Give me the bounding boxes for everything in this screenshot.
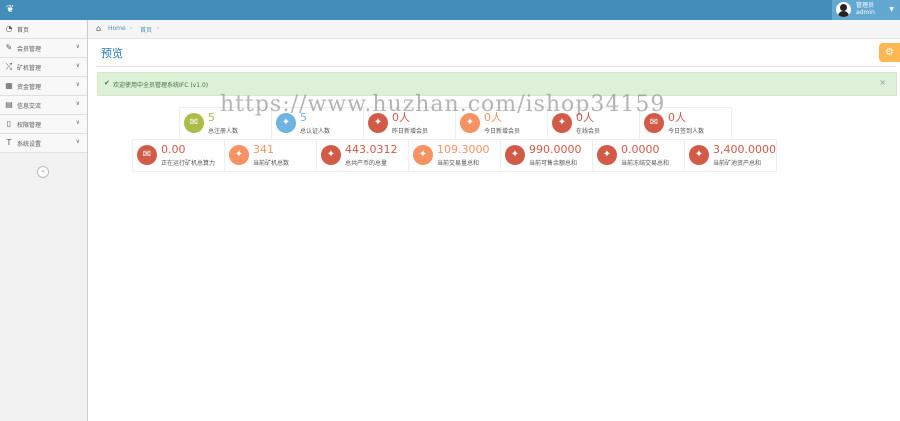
sidebar-item-permissions[interactable]: ▯ 权限管理 ∨	[0, 115, 87, 134]
chevron-down-icon: ∨	[75, 43, 80, 50]
stat-value: 0.00	[161, 143, 186, 156]
stat-label: 总注册人数	[208, 128, 239, 135]
random-icon: ⤮	[5, 62, 13, 71]
sidebar-item-label: 资金管理	[17, 84, 42, 91]
stat-label: 当前矿机总数	[253, 160, 290, 167]
comments-icon: ✉	[184, 113, 204, 133]
stat-value: 0.0000	[621, 143, 660, 156]
stat-label: 今日新增会员	[484, 128, 521, 135]
stat-value: 0人	[392, 111, 410, 124]
alert-text: 欢迎使用中全员管理系统IFC (v1.0)	[113, 82, 209, 89]
stat-value: 443.0312	[345, 143, 398, 156]
sidebar-item-messages[interactable]: ▤ 信息交流 ∨	[0, 96, 87, 115]
stat-value: 0人	[668, 111, 686, 124]
twitter-icon: ✦	[229, 145, 249, 165]
user-info: 管理员 admin	[856, 2, 875, 16]
stat-box: ✉ 0.00 正在运行矿机总算力	[132, 139, 225, 172]
stat-value: 5	[208, 111, 215, 124]
sidebar-item-home[interactable]: ◔ 首页	[0, 20, 87, 39]
stat-label: 当前冻结交易总和	[621, 160, 670, 167]
stat-box: ✦ 0.0000 当前冻结交易总和	[592, 139, 685, 172]
user-role: 管理员	[856, 2, 875, 9]
sidebar-item-funds[interactable]: ▦ 资金管理 ∨	[0, 77, 87, 96]
stat-box: ✦ 443.0312 总共产币的总量	[316, 139, 409, 172]
sidebar: ◔ 首页 ✎ 会员管理 ∨ ⤮ 矿机管理 ∨ ▦ 资金管理 ∨ ▤ 信息交流 ∨…	[0, 20, 88, 421]
comments-icon: ✉	[644, 113, 664, 133]
twitter-icon: ✦	[552, 113, 572, 133]
twitter-icon: ✦	[368, 113, 388, 133]
watermark: https://www.huzhan.com/ishop34159	[220, 92, 666, 117]
stat-box: ✦ 341 当前矿机总数	[224, 139, 317, 172]
sidebar-item-label: 信息交流	[17, 103, 42, 110]
stat-label: 当前交易量总和	[437, 160, 480, 167]
stat-value: 3,400.0000	[713, 143, 776, 156]
chevron-down-icon: ∨	[75, 138, 80, 145]
breadcrumb-current[interactable]: 首页	[140, 27, 153, 34]
stat-label: 今日签到人数	[668, 128, 705, 135]
twitter-icon: ✦	[689, 145, 709, 165]
breadcrumb: ⌂ Home › 首页 ›	[88, 20, 900, 39]
stat-value: 0人	[576, 111, 594, 124]
file-icon: ▯	[6, 119, 12, 128]
twitter-icon: ✦	[460, 113, 480, 133]
text-height-icon: T	[6, 138, 12, 147]
check-icon: ✔	[104, 79, 110, 87]
leaf-icon[interactable]: ❦	[6, 4, 15, 15]
tachometer-icon: ◔	[5, 24, 13, 33]
sidebar-item-settings[interactable]: T 系统设置 ∨	[0, 134, 87, 153]
stat-box: ✦ 0人今日新增会员	[455, 107, 548, 140]
twitter-icon: ✦	[597, 145, 617, 165]
stat-value: 109.3000	[437, 143, 490, 156]
user-menu[interactable]: 管理员 admin ▼	[832, 0, 900, 20]
sidebar-item-members[interactable]: ✎ 会员管理 ∨	[0, 39, 87, 58]
stat-value: 5	[300, 111, 307, 124]
list-icon: ▤	[5, 100, 13, 109]
sidebar-collapse-button[interactable]: «	[37, 166, 49, 178]
chevron-down-icon: ∨	[75, 62, 80, 69]
calendar-icon: ▦	[5, 81, 13, 90]
sidebar-item-label: 矿机管理	[17, 65, 42, 72]
sidebar-item-miners[interactable]: ⤮ 矿机管理 ∨	[0, 58, 87, 77]
sidebar-item-label: 首页	[17, 27, 30, 34]
stat-label: 正在运行矿机总算力	[161, 160, 216, 167]
avatar	[836, 2, 851, 17]
twitter-icon: ✦	[321, 145, 341, 165]
stat-label: 当前可售余额总和	[529, 160, 578, 167]
user-name: admin	[856, 9, 875, 16]
twitter-icon: ✦	[505, 145, 525, 165]
top-navbar: ❦ 管理员 admin ▼	[0, 0, 900, 20]
stat-label: 总共产币的总量	[345, 160, 388, 167]
close-icon[interactable]: ×	[879, 78, 886, 87]
edit-icon: ✎	[5, 43, 13, 52]
caret-down-icon: ▼	[889, 6, 894, 13]
stat-value: 990.0000	[529, 143, 582, 156]
breadcrumb-home-link[interactable]: Home	[108, 25, 126, 32]
stat-value: 341	[253, 143, 274, 156]
stats-row-2: ✉ 0.00 正在运行矿机总算力 ✦ 341 当前矿机总数 ✦ 443.0312 总共产币的总量…	[132, 139, 777, 172]
sidebar-item-label: 会员管理	[17, 46, 42, 53]
page-title: 预览	[101, 47, 123, 60]
divider	[96, 66, 896, 67]
stat-label: 在线会员	[576, 128, 601, 135]
chevron-down-icon: ∨	[75, 100, 80, 107]
twitter-icon: ✦	[413, 145, 433, 165]
comments-icon: ✉	[137, 145, 157, 165]
sidebar-item-label: 系统设置	[17, 141, 42, 148]
welcome-alert: ✔ 欢迎使用中全员管理系统IFC (v1.0) ×	[97, 72, 897, 96]
stat-box: ✦ 3,400.0000 当前矿池资产总和	[684, 139, 777, 172]
stat-box: ✦ 990.0000 当前可售余额总和	[500, 139, 593, 172]
twitter-icon: ✦	[276, 113, 296, 133]
breadcrumb-separator-icon: ›	[157, 25, 160, 32]
gear-icon[interactable]: ⚙	[879, 43, 900, 62]
chevron-down-icon: ∨	[75, 119, 80, 126]
stat-label: 昨日新增会员	[392, 128, 429, 135]
stat-value: 0人	[484, 111, 502, 124]
stat-box: ✦ 109.3000 当前交易量总和	[408, 139, 501, 172]
breadcrumb-separator-icon: ›	[130, 25, 133, 32]
chevron-down-icon: ∨	[75, 81, 80, 88]
stat-label: 当前矿池资产总和	[713, 160, 762, 167]
stat-label: 总认证人数	[300, 128, 331, 135]
sidebar-item-label: 权限管理	[17, 122, 42, 129]
home-icon: ⌂	[96, 24, 102, 33]
